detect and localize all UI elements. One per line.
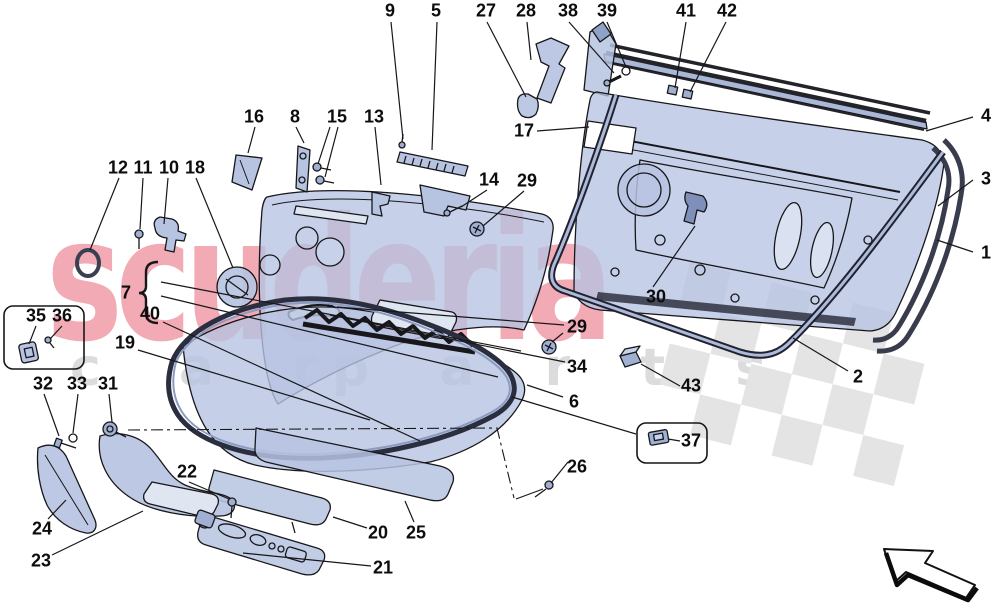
leader-lines	[28, 21, 974, 567]
door-panel-assembly	[36, 184, 554, 576]
group-brace-7	[138, 260, 159, 325]
connector-43	[619, 345, 642, 368]
callout-9: 9	[384, 0, 396, 21]
cover-27	[516, 93, 539, 119]
annotation-shapes	[3, 260, 708, 500]
bolt-31	[102, 421, 127, 438]
callout-31: 31	[97, 373, 119, 394]
detail-box-35-36	[3, 305, 85, 370]
door-gasket-1	[876, 138, 965, 354]
vent-strip-5	[396, 151, 469, 177]
center-axis-line	[127, 427, 515, 499]
callout-26: 26	[566, 456, 588, 477]
screw-36	[44, 336, 55, 349]
grommet-12	[75, 248, 101, 278]
callout-27: 27	[475, 0, 497, 21]
clip-35	[18, 341, 39, 364]
screw-38	[603, 74, 622, 87]
washer-39	[621, 66, 631, 76]
trim-strip-25	[254, 427, 455, 502]
clip-10	[153, 216, 187, 253]
callout-40: 40	[139, 303, 161, 324]
callout-33: 33	[66, 373, 88, 394]
callout-2: 2	[852, 366, 864, 387]
callout-8: 8	[289, 106, 301, 127]
callout-30: 30	[645, 286, 667, 307]
callout-18: 18	[184, 157, 206, 178]
speaker-grommet-18	[216, 266, 258, 308]
loose-parts	[18, 133, 670, 519]
callout-5: 5	[430, 0, 442, 21]
callout-16: 16	[243, 106, 265, 127]
speaker-opening	[617, 163, 671, 217]
screw-14	[443, 205, 463, 217]
callout-35: 35	[25, 305, 47, 326]
callout-15: 15	[326, 106, 348, 127]
switch-bezel	[142, 481, 220, 518]
clip-37	[647, 429, 670, 446]
tweeter-slot	[293, 205, 369, 225]
callout-38: 38	[557, 0, 579, 21]
screw-26	[534, 480, 554, 498]
callout-12: 12	[107, 157, 129, 178]
callout-11: 11	[133, 157, 153, 178]
nut-29-lower	[541, 339, 557, 355]
regulator-slot	[773, 201, 803, 271]
screw-22	[227, 497, 237, 519]
door-inner-face	[634, 159, 853, 289]
callout-21: 21	[372, 557, 394, 578]
callout-3: 3	[980, 168, 992, 189]
door-hinge	[683, 191, 708, 225]
callout-41: 41	[675, 0, 697, 21]
callout-28: 28	[515, 0, 537, 21]
door-frame-assembly	[516, 21, 965, 359]
regulator-slot	[809, 221, 835, 279]
callout-22: 22	[176, 461, 198, 482]
callout-29: 29	[516, 170, 538, 191]
callout-13: 13	[363, 106, 385, 127]
callout-42: 42	[716, 0, 738, 21]
window-seal-19	[166, 296, 517, 461]
corner-cover-16	[231, 154, 263, 191]
callout-24: 24	[31, 518, 53, 539]
nut-29-upper	[469, 221, 485, 237]
callout-7: 7	[120, 282, 132, 303]
washer-33	[68, 433, 78, 443]
callout-14: 14	[478, 169, 500, 190]
callout-17: 17	[513, 120, 535, 141]
callout-23: 23	[30, 550, 52, 571]
panel-bracket	[419, 184, 471, 217]
rail-clip-41	[666, 84, 679, 96]
screw-11	[134, 229, 144, 249]
detail-box-37	[636, 422, 708, 464]
callout-39: 39	[596, 0, 618, 21]
callout-37: 37	[680, 430, 702, 451]
trim-bracket-28	[535, 37, 570, 104]
window-gasket-3	[872, 146, 952, 343]
door-sill-band	[596, 292, 856, 326]
callout-10: 10	[158, 157, 180, 178]
mirror-flag-cover	[591, 21, 612, 43]
callout-43: 43	[680, 375, 702, 396]
direction-arrow	[883, 548, 979, 603]
callout-32: 32	[32, 373, 54, 394]
bracket-13	[371, 191, 391, 217]
callout-4: 4	[980, 105, 992, 126]
callout-20: 20	[367, 522, 389, 543]
callout-1: 1	[980, 242, 992, 263]
callout-34: 34	[566, 356, 588, 377]
screw-9	[398, 133, 406, 149]
callout-19: 19	[114, 332, 136, 353]
screw-32	[53, 437, 77, 449]
callout-29: 29	[566, 316, 588, 337]
callout-6: 6	[568, 391, 580, 412]
screws-15	[312, 162, 335, 185]
callout-36: 36	[51, 305, 73, 326]
callout-25: 25	[405, 522, 427, 543]
